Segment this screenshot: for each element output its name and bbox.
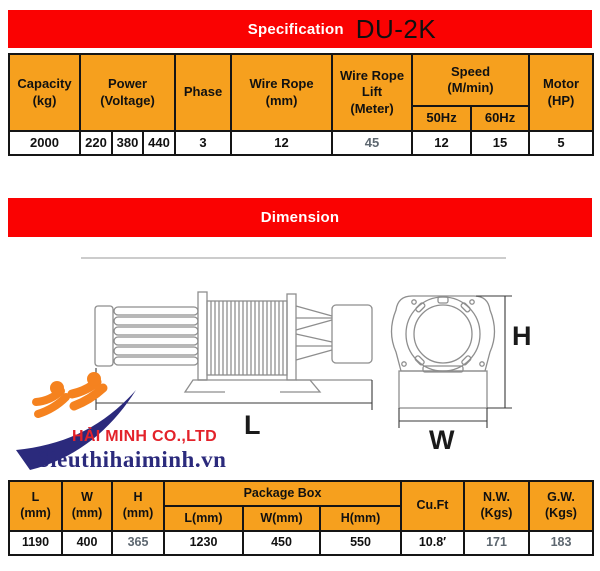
power-unit: (Voltage): [100, 92, 155, 108]
col-header-phase: Phase: [174, 53, 233, 132]
package-length-value: 1230: [163, 530, 244, 556]
col-header-package-width: W(mm): [242, 505, 321, 532]
width-dimension-label: W: [429, 425, 455, 455]
gross-weight-value: 183: [528, 530, 594, 556]
height-value: 365: [111, 530, 165, 556]
logo-company-name: HẢI MINH CO.,LTD: [72, 428, 217, 445]
spec-data-row: 2000 220 380 440 3 12 45 12 15 5: [8, 130, 595, 156]
col-header-capacity: Capacity (kg): [8, 53, 81, 132]
lift-unit: (Meter): [350, 100, 394, 116]
power-label: Power: [108, 76, 148, 92]
col-header-speed: Speed (M/min): [411, 53, 531, 107]
col-header-wire-rope: Wire Rope (mm): [230, 53, 334, 132]
lift-label-1: Wire Rope: [339, 68, 405, 84]
height-dimension-label: H: [512, 321, 532, 351]
col-header-package-box: Package Box: [163, 480, 402, 507]
length-dimension-label: L: [244, 410, 261, 440]
col-header-package-height: H(mm): [319, 505, 402, 532]
specification-table: Capacity (kg) Power (Voltage) Phase Wire…: [8, 53, 595, 156]
dimension-data-row: 1190 400 365 1230 450 550 10.8′ 171 183: [8, 530, 594, 556]
model-name: DU-2K: [355, 13, 437, 44]
col-header-net-weight: N.W. (Kgs): [463, 480, 530, 532]
side-view-drawing: [94, 291, 373, 393]
dimension-title: Dimension: [260, 209, 340, 226]
speed-50hz-value: 12: [411, 130, 473, 156]
capacity-value: 2000: [8, 130, 81, 156]
col-header-speed-50hz: 50Hz: [411, 105, 473, 132]
end-view-drawing: [390, 295, 496, 409]
length-unit: (mm): [20, 506, 51, 520]
package-width-value: 450: [242, 530, 321, 556]
haiminh-logo-icon: [16, 372, 136, 470]
voltage-440-value: 440: [141, 130, 177, 156]
phase-value: 3: [174, 130, 233, 156]
width-unit: (mm): [71, 506, 103, 520]
voltage-220-value: 220: [79, 130, 113, 156]
net-weight-label: N.W.: [482, 490, 511, 505]
motor-label: Motor: [542, 76, 580, 92]
specification-title: Specification: [247, 20, 344, 38]
col-header-motor: Motor (HP): [528, 53, 595, 132]
col-header-wire-rope-lift: Wire Rope Lift (Meter): [331, 53, 414, 132]
motor-unit: (HP): [547, 92, 575, 108]
col-header-height: H (mm): [111, 480, 165, 532]
package-height-value: 550: [319, 530, 402, 556]
dimension-table: L (mm) W (mm) H (mm) Package Box Cu.Ft N…: [8, 480, 594, 556]
wire-rope-unit: (mm): [265, 92, 298, 108]
col-header-power: Power (Voltage): [78, 53, 177, 132]
specification-header-bar: Specification DU-2K: [8, 10, 592, 48]
col-header-cuft: Cu.Ft: [400, 480, 465, 532]
dimension-lines: [95, 295, 512, 428]
capacity-unit: (kg): [32, 92, 57, 108]
col-header-package-length: L(mm): [163, 505, 244, 532]
phase-label: Phase: [183, 84, 223, 100]
col-header-width: W (mm): [61, 480, 113, 532]
voltage-380-value: 380: [111, 130, 144, 156]
col-header-speed-60hz: 60Hz: [470, 105, 531, 132]
width-value: 400: [61, 530, 113, 556]
wire-rope-value: 12: [230, 130, 334, 156]
dimension-header-bar: Dimension: [8, 198, 592, 237]
gross-weight-label: G.W.: [547, 490, 575, 505]
capacity-label: Capacity: [17, 76, 72, 92]
width-label: W: [81, 490, 93, 505]
length-value: 1190: [8, 530, 63, 556]
speed-unit: (M/min): [447, 80, 494, 95]
col-header-gross-weight: G.W. (Kgs): [528, 480, 594, 532]
cuft-value: 10.8′: [400, 530, 465, 556]
winch-technical-drawing: L W H: [81, 257, 532, 455]
length-label: L: [31, 490, 40, 505]
net-weight-unit: (Kgs): [480, 506, 513, 520]
wire-rope-label: Wire Rope: [249, 76, 314, 92]
net-weight-value: 171: [463, 530, 530, 556]
motor-value: 5: [528, 130, 595, 156]
logo-website: Sieuthihaiminh.vn: [37, 447, 227, 472]
lift-label-2: Lift: [361, 84, 383, 100]
lift-value: 45: [331, 130, 414, 156]
height-unit: (mm): [122, 506, 154, 520]
speed-label: Speed: [451, 63, 491, 79]
col-header-length: L (mm): [8, 480, 63, 532]
speed-60hz-value: 15: [470, 130, 531, 156]
height-label: H: [133, 490, 143, 505]
gross-weight-unit: (Kgs): [545, 506, 577, 520]
